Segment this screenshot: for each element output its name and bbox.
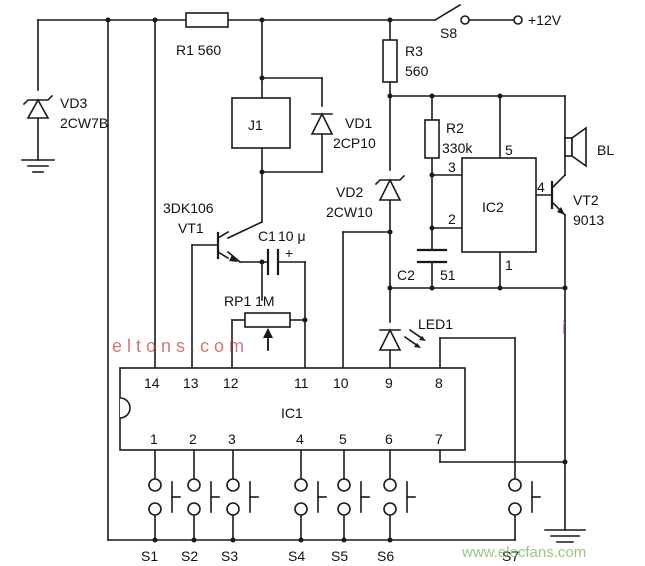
ic1-pin-11: 11 (294, 375, 309, 391)
s8-switch (433, 3, 523, 25)
s8-label: S8 (440, 25, 457, 41)
ic2-pin-5: 5 (505, 142, 513, 158)
ic2-pin-4: 4 (537, 179, 545, 195)
j1-relay (231, 97, 291, 149)
vd2-zener-diode (374, 174, 406, 201)
wires (37, 19, 567, 541)
ic1-pin-10: 10 (333, 375, 349, 391)
vd1-label: VD1 (345, 115, 372, 131)
c2-capacitor (416, 248, 448, 264)
bl-speaker-icon (564, 126, 587, 168)
switch-s4 (294, 478, 327, 516)
pushbutton-switches (148, 478, 541, 516)
ic1-pin-13: 13 (183, 375, 199, 391)
ic2-pin-2: 2 (448, 211, 456, 227)
c1-polarity: + (285, 245, 293, 261)
s7-label: S7 (502, 548, 519, 564)
s5-label: S5 (331, 548, 348, 564)
ic2-pin-1: 1 (505, 257, 513, 273)
watermark-right: i (562, 318, 566, 338)
switch-s7 (508, 478, 541, 516)
s6-label: S6 (377, 548, 394, 564)
ic1-pin-4: 4 (296, 431, 304, 447)
switch-s6 (383, 478, 416, 516)
rp1-label: RP1 1M (224, 293, 275, 309)
rp1-potentiometer (244, 312, 291, 351)
vd3-label: VD3 (60, 95, 87, 111)
vt1-label: VT1 (178, 220, 204, 236)
led1-label: LED1 (418, 316, 453, 332)
ground-symbol (21, 159, 55, 173)
switch-s2 (187, 478, 220, 516)
switch-s1 (148, 478, 181, 516)
vd3-zener-diode (22, 94, 54, 119)
r2-resistor (424, 119, 440, 159)
r3-value: 560 (405, 63, 429, 79)
vt1-transistor (216, 230, 238, 262)
ic1-pin-12: 12 (223, 375, 239, 391)
c1-label: C1 (258, 228, 276, 244)
ic1-pin-5: 5 (339, 431, 347, 447)
ic1-pin-9: 9 (385, 375, 393, 391)
c2-label: C2 (397, 267, 415, 283)
j1-label: J1 (248, 117, 263, 133)
ic1-pin-3: 3 (228, 431, 236, 447)
ic1-chip (119, 367, 466, 451)
s3-label: S3 (221, 548, 238, 564)
r2-label: R2 (446, 120, 464, 136)
s1-label: S1 (141, 548, 158, 564)
led1-diode (378, 328, 426, 351)
vt1-value: 3DK106 (163, 200, 214, 216)
vt2-transistor (550, 180, 565, 215)
supply-label: +12V (528, 12, 562, 28)
r2-value: 330k (442, 140, 473, 156)
s2-label: S2 (181, 548, 198, 564)
vd3-value: 2CW7B (60, 115, 108, 131)
c1-value: 10 μ (278, 228, 306, 244)
switch-labels: S1 S2 S3 S4 S5 S6 S7 (141, 548, 519, 564)
ic1-top-pins: 14 13 12 11 10 9 8 (144, 375, 443, 391)
ground-symbol-main (544, 529, 586, 543)
ic1-pin-14: 14 (144, 375, 160, 391)
switch-s3 (226, 478, 259, 516)
vd2-value: 2CW10 (326, 204, 373, 220)
ic1-pin-8: 8 (435, 375, 443, 391)
vd1-value: 2CP10 (333, 135, 376, 151)
ic1-label: IC1 (281, 405, 303, 421)
ic1-pin-6: 6 (385, 431, 393, 447)
r3-label: R3 (405, 43, 423, 59)
s4-label: S4 (288, 548, 305, 564)
r3-resistor (382, 39, 398, 83)
vd2-label: VD2 (336, 184, 363, 200)
watermark-left: e l t o n s . c o m (112, 336, 244, 356)
c2-value: 51 (440, 267, 456, 283)
ic2-pin-3: 3 (448, 159, 456, 175)
vd1-diode (310, 112, 334, 135)
switch-s5 (337, 478, 370, 516)
ic1-pin-1: 1 (150, 431, 158, 447)
ic1-pin-7: 7 (435, 431, 443, 447)
ic1-pin-2: 2 (189, 431, 197, 447)
junction-dots (105, 17, 568, 543)
ic1-bottom-pins: 1 2 3 4 5 6 7 (150, 431, 443, 447)
r1-resistor (185, 12, 229, 28)
c1-capacitor (266, 248, 280, 276)
vt2-value: 9013 (573, 212, 604, 228)
watermark-bottom: www.elecfans.com (461, 544, 586, 561)
bl-label: BL (597, 142, 614, 158)
ic2-chip (461, 157, 537, 253)
ic2-label: IC2 (482, 199, 504, 215)
vt2-label: VT2 (573, 192, 599, 208)
r1-label: R1 560 (176, 42, 221, 58)
